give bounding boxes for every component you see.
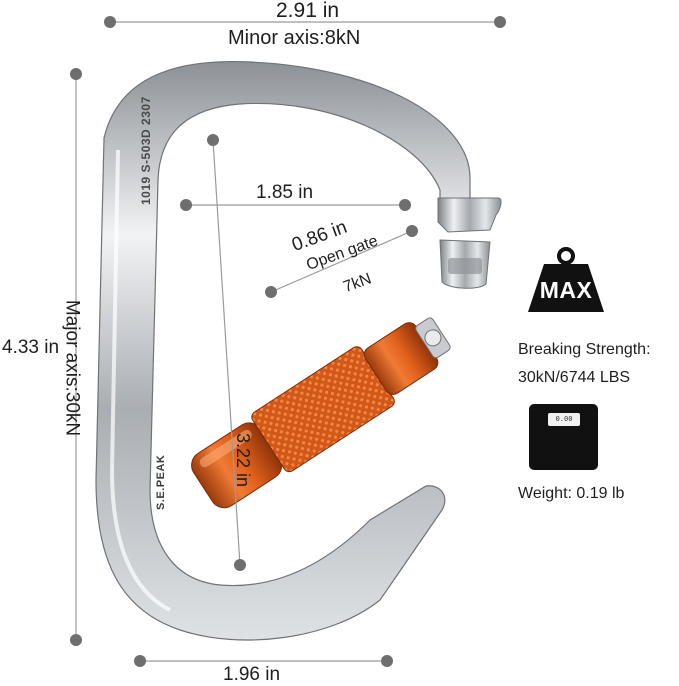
weight-label: Weight: 0.19 lb <box>518 485 625 502</box>
breaking-strength-value: 30kN/6744 LBS <box>518 369 631 386</box>
gate-line <box>270 230 413 293</box>
height-dot-top <box>70 68 82 80</box>
scale-display: 0.00 <box>548 413 580 426</box>
max-weight-icon <box>528 247 604 312</box>
width-dot-left <box>104 16 116 28</box>
nose-hook <box>437 197 502 233</box>
bottom-width-label: 1.96 in <box>223 664 281 685</box>
inner-height-line <box>212 139 241 566</box>
gate-dot-left <box>265 286 277 298</box>
width-dot-right <box>494 16 506 28</box>
inner-height-label: 3.22 in <box>233 432 253 488</box>
inner-height-dot-top <box>207 134 219 146</box>
major-axis-label: Major axis:30kN <box>61 299 83 437</box>
bottom-width-dot-right <box>381 655 393 667</box>
inner-width-dot-left <box>180 199 192 211</box>
max-badge-text: MAX <box>539 277 593 303</box>
inner-height-dot-bottom <box>234 559 246 571</box>
overall-width-label: 2.91 in <box>276 0 340 22</box>
breaking-strength-label: Breaking Strength: <box>518 341 651 358</box>
inner-width-label: 1.85 in <box>256 182 314 203</box>
height-dot-bottom <box>70 634 82 646</box>
overall-height-label: 4.33 in <box>2 337 60 358</box>
minor-axis-label: Minor axis:8kN <box>228 27 361 49</box>
carabiner-frame <box>95 60 471 641</box>
bottom-width-dot-left <box>134 655 146 667</box>
locking-gate <box>191 317 451 509</box>
inner-width-dot-right <box>399 199 411 211</box>
gate-dot-right <box>406 225 418 237</box>
